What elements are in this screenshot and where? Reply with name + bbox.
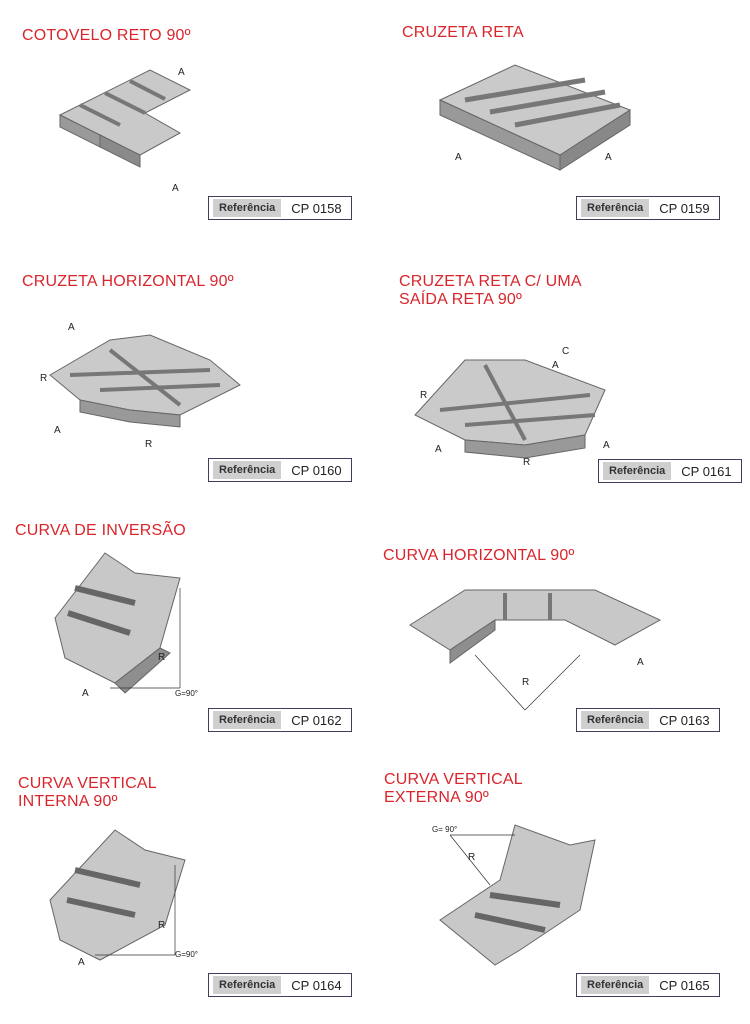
reference-box-cp0164: Referência CP 0164: [208, 973, 352, 997]
svg-text:A: A: [435, 444, 442, 455]
product-title-cp0159: CRUZETA RETA: [402, 24, 524, 41]
svg-text:A: A: [605, 152, 612, 163]
reference-label: Referência: [581, 199, 650, 217]
reference-box-cp0159: Referência CP 0159: [576, 196, 720, 220]
svg-text:A: A: [68, 322, 75, 333]
product-title-cp0164: CURVA VERTICAL INTERNA 90º: [18, 775, 157, 810]
product-title-cp0162: CURVA DE INVERSÃO: [15, 522, 186, 539]
svg-text:A: A: [78, 957, 85, 968]
reference-box-cp0163: Referência CP 0163: [576, 708, 720, 732]
svg-text:A: A: [455, 152, 462, 163]
svg-text:G=90°: G=90°: [175, 689, 198, 698]
reference-code: CP 0160: [291, 462, 342, 478]
reference-label: Referência: [581, 711, 650, 729]
straight-cross-illustration: A A: [438, 64, 632, 171]
svg-text:A: A: [82, 688, 89, 699]
product-title-cp0160: CRUZETA HORIZONTAL 90º: [22, 273, 234, 290]
reference-code: CP 0163: [659, 712, 710, 728]
reference-box-cp0160: Referência CP 0160: [208, 458, 352, 482]
reference-label: Referência: [213, 976, 282, 994]
reference-label: Referência: [213, 461, 282, 479]
svg-text:G=90°: G=90°: [175, 950, 198, 959]
internal-vertical-curve-illustration: R A G=90°: [49, 829, 198, 968]
reference-label: Referência: [213, 711, 282, 729]
reference-label: Referência: [213, 199, 282, 217]
reference-box-cp0158: Referência CP 0158: [208, 196, 352, 220]
svg-text:R: R: [420, 390, 427, 401]
svg-text:A: A: [178, 67, 185, 78]
product-title-cp0158: COTOVELO RETO 90º: [22, 27, 191, 44]
svg-text:A: A: [603, 440, 610, 451]
reference-label: Referência: [581, 976, 650, 994]
svg-text:A: A: [637, 657, 644, 668]
product-title-cp0163: CURVA HORIZONTAL 90º: [383, 547, 575, 564]
cross-one-straight-exit-illustration: C A R A R A: [414, 346, 610, 468]
svg-text:R: R: [158, 920, 165, 931]
svg-text:G= 90°: G= 90°: [432, 825, 457, 834]
reference-box-cp0161: Referência CP 0161: [598, 459, 742, 483]
horizontal-curve-illustration: R A: [409, 589, 662, 711]
svg-text:R: R: [145, 439, 152, 450]
svg-text:C: C: [562, 346, 569, 357]
svg-text:R: R: [523, 457, 530, 468]
svg-text:R: R: [158, 652, 165, 663]
svg-text:R: R: [40, 373, 47, 384]
svg-text:A: A: [552, 360, 559, 371]
reference-code: CP 0165: [659, 977, 710, 993]
reference-code: CP 0162: [291, 712, 342, 728]
svg-text:R: R: [522, 677, 529, 688]
reference-box-cp0162: Referência CP 0162: [208, 708, 352, 732]
horizontal-cross-illustration: A R A R: [40, 322, 241, 450]
elbow-90-illustration: A A: [58, 67, 192, 194]
external-vertical-curve-illustration: G= 90° R: [432, 824, 596, 966]
reference-code: CP 0164: [291, 977, 342, 993]
reference-label: Referência: [603, 462, 672, 480]
reference-box-cp0165: Referência CP 0165: [576, 973, 720, 997]
reference-code: CP 0158: [291, 200, 342, 216]
svg-text:A: A: [172, 183, 179, 194]
reference-code: CP 0161: [681, 463, 732, 479]
reference-code: CP 0159: [659, 200, 710, 216]
svg-text:A: A: [54, 425, 61, 436]
svg-text:R: R: [468, 852, 475, 863]
inversion-curve-illustration: R A G=90°: [54, 552, 198, 699]
